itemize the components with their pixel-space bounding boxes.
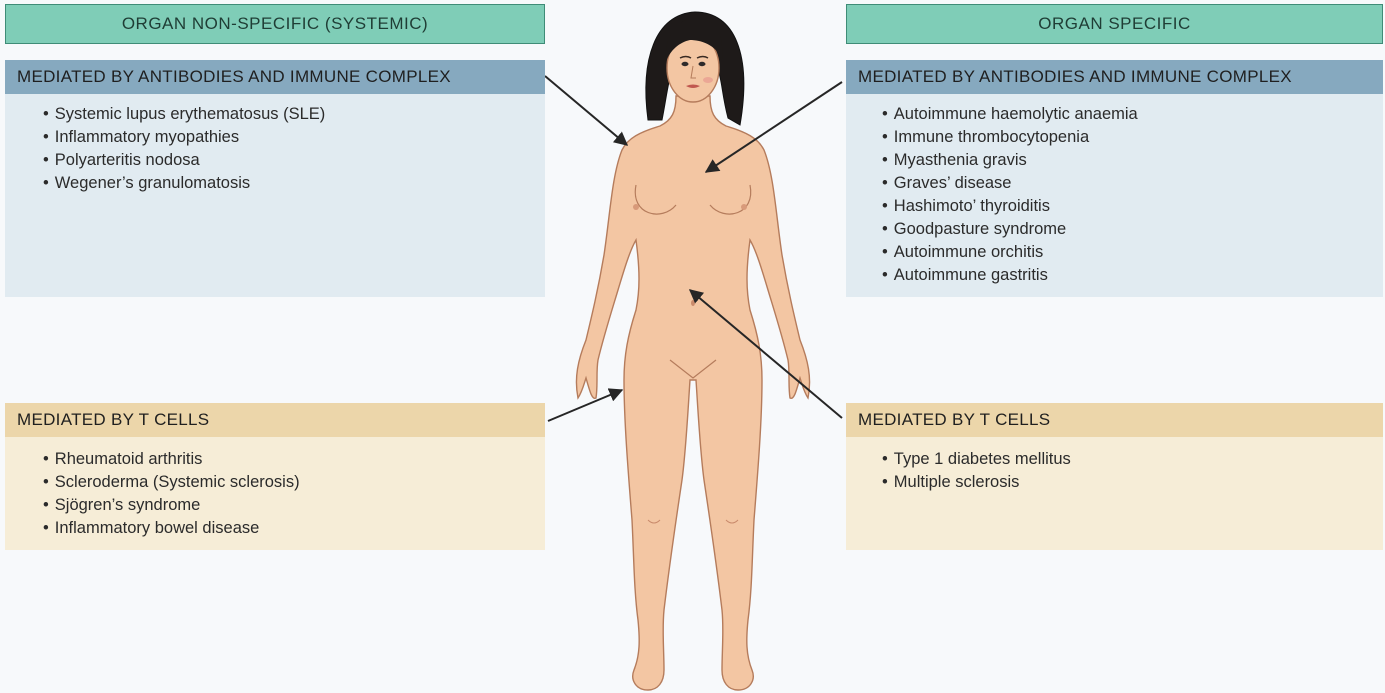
systemic-antibody-panel: MEDIATED BY ANTIBODIES AND IMMUNE COMPLE…: [5, 60, 545, 297]
disease-list: Autoimmune haemolytic anaemia Immune thr…: [846, 94, 1383, 287]
list-item: Inflammatory myopathies: [43, 126, 545, 149]
list-item: Goodpasture syndrome: [882, 218, 1383, 241]
panel-body: Type 1 diabetes mellitus Multiple sclero…: [846, 437, 1383, 550]
list-item: Wegener’s granulomatosis: [43, 172, 545, 195]
arrow-specific-tcell: [690, 290, 842, 418]
panel-body: Autoimmune haemolytic anaemia Immune thr…: [846, 94, 1383, 297]
organ-specific-header: ORGAN SPECIFIC: [846, 4, 1383, 44]
list-item: Autoimmune haemolytic anaemia: [882, 103, 1383, 126]
list-item: Systemic lupus erythematosus (SLE): [43, 103, 545, 126]
list-item: Sjögren’s syndrome: [43, 494, 545, 517]
list-item: Rheumatoid arthritis: [43, 448, 545, 471]
systemic-tcell-panel: MEDIATED BY T CELLS Rheumatoid arthritis…: [5, 403, 545, 550]
list-item: Hashimoto’ thyroiditis: [882, 195, 1383, 218]
panel-title: MEDIATED BY T CELLS: [846, 403, 1383, 437]
list-item: Graves’ disease: [882, 172, 1383, 195]
list-item: Autoimmune orchitis: [882, 241, 1383, 264]
hair: [646, 12, 744, 125]
list-item: Autoimmune gastritis: [882, 264, 1383, 287]
arrow-specific-antibody: [706, 82, 842, 172]
disease-list: Systemic lupus erythematosus (SLE) Infla…: [5, 94, 545, 195]
list-item: Myasthenia gravis: [882, 149, 1383, 172]
arrow-systemic-antibody: [545, 76, 627, 145]
disease-list: Type 1 diabetes mellitus Multiple sclero…: [846, 437, 1383, 494]
list-item: Immune thrombocytopenia: [882, 126, 1383, 149]
organ-non-specific-header: ORGAN NON-SPECIFIC (SYSTEMIC): [5, 4, 545, 44]
panel-title: MEDIATED BY T CELLS: [5, 403, 545, 437]
panel-title: MEDIATED BY ANTIBODIES AND IMMUNE COMPLE…: [846, 60, 1383, 94]
head: [667, 34, 719, 102]
disease-list: Rheumatoid arthritis Scleroderma (System…: [5, 437, 545, 540]
list-item: Polyarteritis nodosa: [43, 149, 545, 172]
arrow-systemic-tcell: [548, 390, 622, 421]
list-item: Inflammatory bowel disease: [43, 517, 545, 540]
panel-body: Rheumatoid arthritis Scleroderma (System…: [5, 437, 545, 550]
specific-tcell-panel: MEDIATED BY T CELLS Type 1 diabetes mell…: [846, 403, 1383, 550]
body-silhouette: [576, 96, 809, 690]
panel-title: MEDIATED BY ANTIBODIES AND IMMUNE COMPLE…: [5, 60, 545, 94]
panel-body: Systemic lupus erythematosus (SLE) Infla…: [5, 94, 545, 297]
list-item: Type 1 diabetes mellitus: [882, 448, 1383, 471]
list-item: Multiple sclerosis: [882, 471, 1383, 494]
specific-antibody-panel: MEDIATED BY ANTIBODIES AND IMMUNE COMPLE…: [846, 60, 1383, 297]
list-item: Scleroderma (Systemic sclerosis): [43, 471, 545, 494]
